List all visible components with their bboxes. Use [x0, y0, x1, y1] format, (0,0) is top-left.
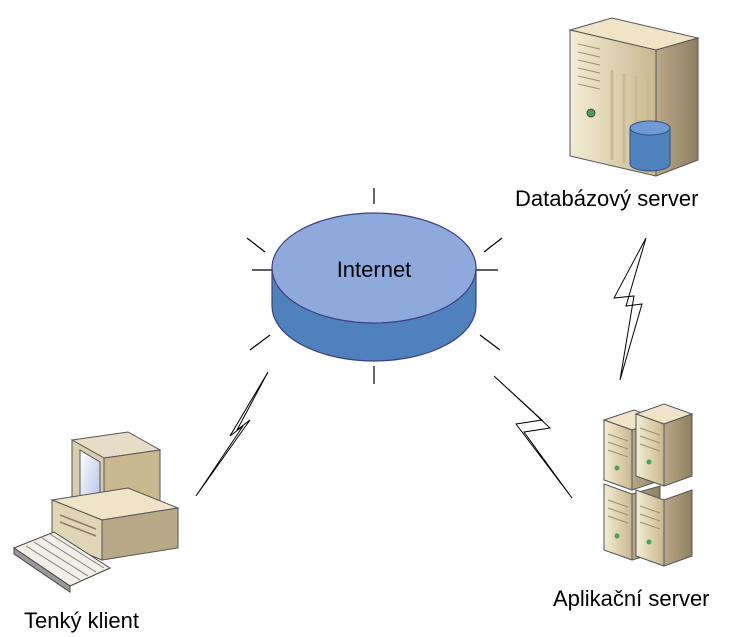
- internet-rays: [246, 188, 503, 384]
- app-server-node: Aplikační server: [553, 403, 710, 611]
- lightning-icon: [493, 375, 573, 499]
- database-server-icon: [568, 17, 700, 177]
- app-server-label: Aplikační server: [553, 586, 710, 611]
- internet-label: Internet: [337, 257, 412, 282]
- connection-app-db-server: [613, 237, 647, 381]
- database-server-label: Databázový server: [515, 186, 698, 211]
- database-server-node: Databázový server: [515, 17, 700, 211]
- lightning-icon: [195, 371, 269, 497]
- server-rack-icon: [602, 403, 694, 567]
- internet-node: Internet: [246, 188, 503, 384]
- connection-internet-client: [195, 371, 269, 497]
- internet-icon: [271, 212, 477, 362]
- thin-client-node: Tenký klient: [12, 431, 180, 633]
- lightning-icon: [613, 237, 647, 381]
- desktop-computer-icon: [12, 431, 180, 593]
- connection-internet-app-server: [493, 375, 573, 499]
- thin-client-label: Tenký klient: [24, 608, 139, 633]
